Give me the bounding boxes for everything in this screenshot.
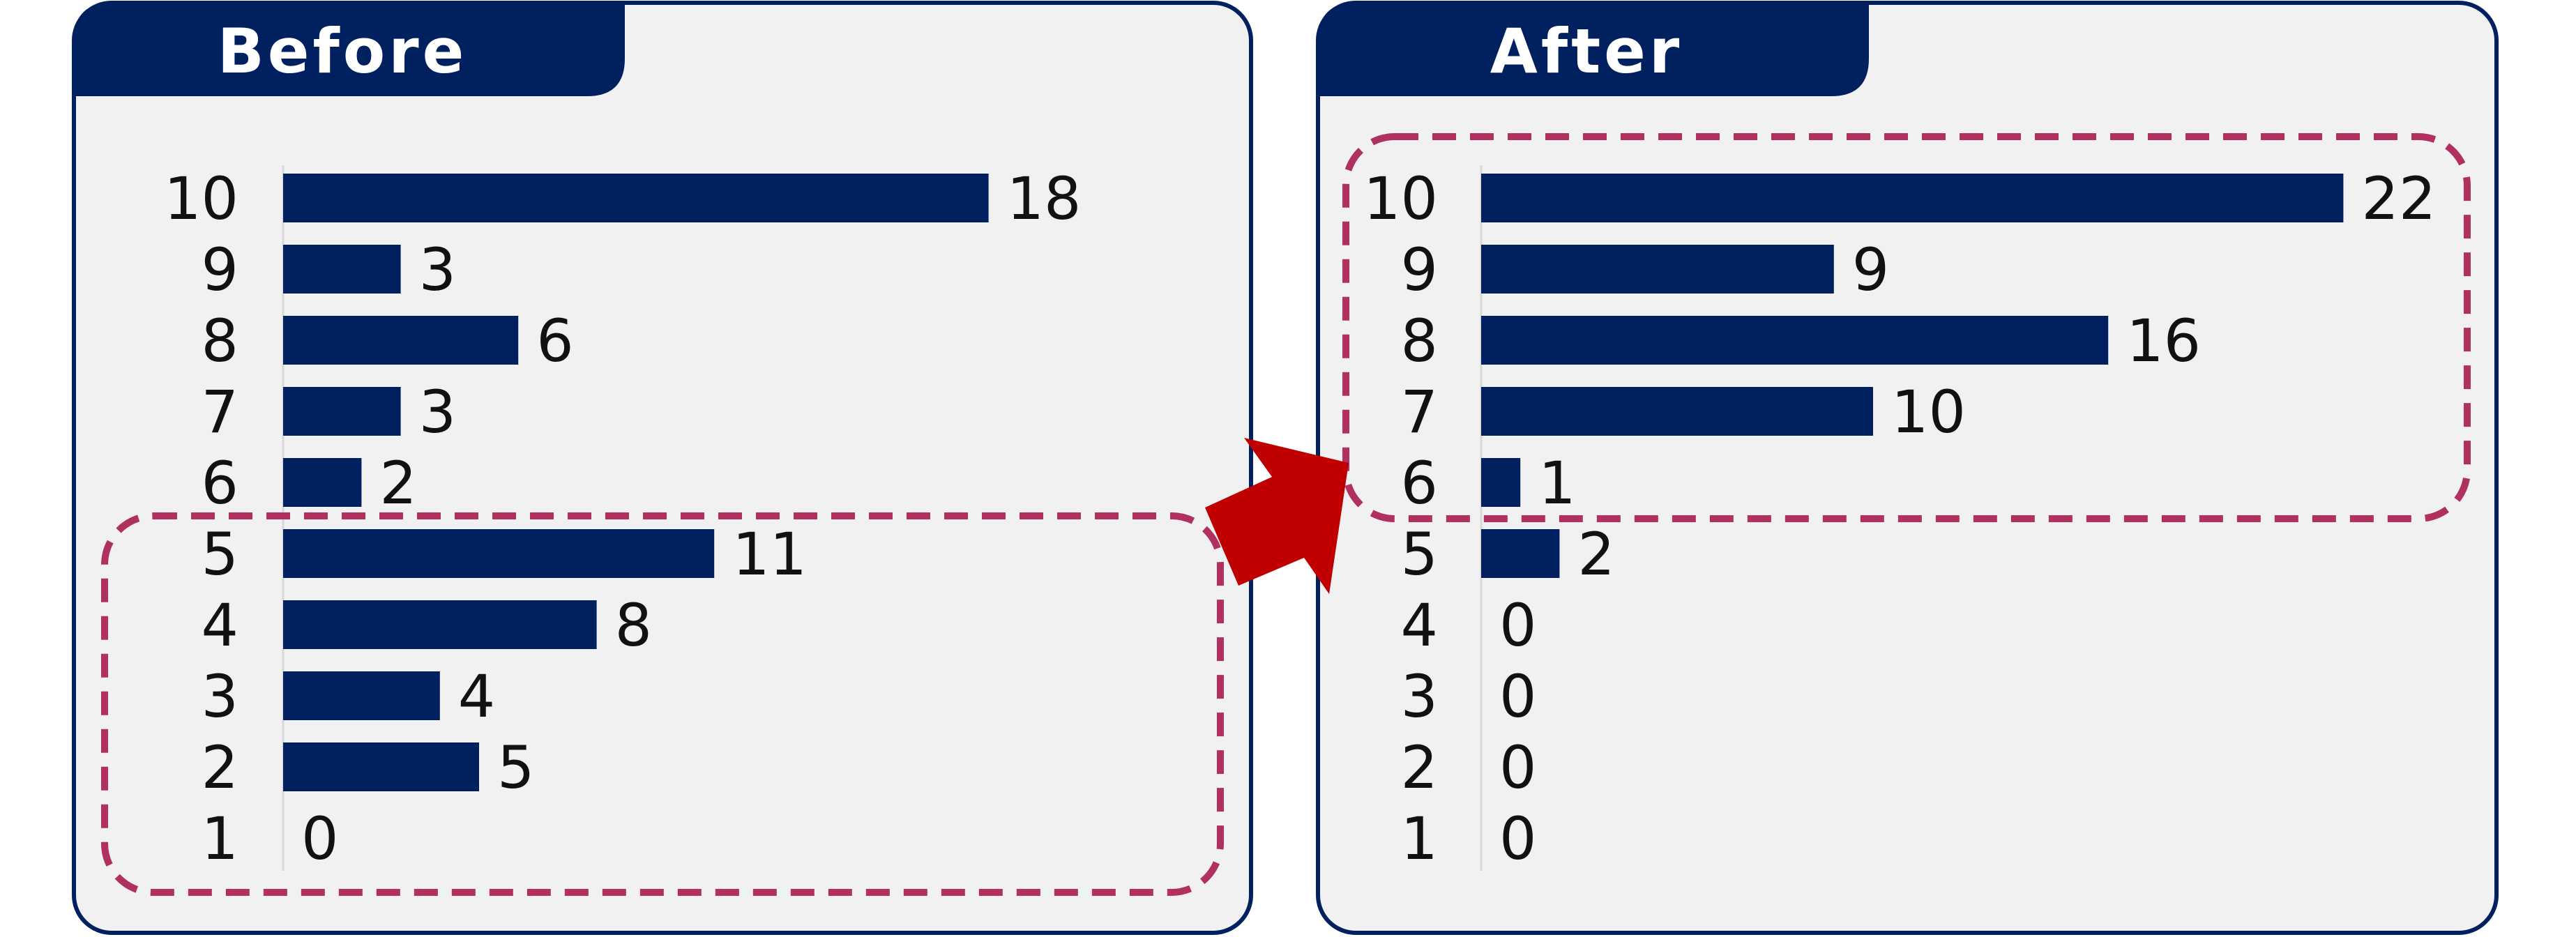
category-label: 7 (1401, 378, 1438, 446)
value-label: 6 (536, 307, 573, 375)
value-label: 4 (458, 662, 495, 731)
bar (1481, 174, 2344, 222)
panel-title: After (1490, 15, 1683, 87)
value-label: 0 (1499, 662, 1536, 731)
panel-title: Before (218, 15, 468, 87)
category-label: 8 (1401, 307, 1438, 375)
value-label: 8 (615, 591, 652, 660)
arrow-shape (1205, 438, 1349, 594)
category-label: 8 (202, 307, 238, 375)
transition-arrow-icon (1205, 438, 1349, 594)
value-label: 2 (1577, 520, 1614, 588)
value-label: 0 (301, 805, 338, 873)
value-label: 9 (1852, 236, 1889, 304)
category-label: 2 (202, 733, 238, 802)
bar (1481, 245, 1834, 294)
category-label: 1 (202, 805, 238, 873)
value-label: 2 (379, 449, 416, 517)
bar (283, 671, 440, 720)
title-tab (74, 3, 625, 96)
category-label: 9 (202, 236, 238, 304)
category-label: 5 (1401, 520, 1438, 588)
title-tab (1318, 3, 1869, 96)
value-label: 3 (419, 236, 456, 304)
category-label: 6 (202, 449, 238, 517)
category-label: 4 (1401, 591, 1438, 660)
value-label: 0 (1499, 591, 1536, 660)
bar (283, 742, 479, 791)
bar (283, 600, 597, 649)
category-label: 6 (1401, 449, 1438, 517)
value-label: 5 (497, 733, 534, 802)
value-label: 16 (2126, 307, 2201, 375)
category-label: 3 (202, 662, 238, 731)
category-label: 5 (202, 520, 238, 588)
category-label: 10 (1363, 165, 1438, 233)
category-label: 4 (202, 591, 238, 660)
value-label: 0 (1499, 805, 1536, 873)
bar (283, 387, 401, 436)
bar (1481, 387, 1873, 436)
value-label: 18 (1007, 165, 1082, 233)
value-label: 11 (732, 520, 807, 588)
category-label: 10 (164, 165, 238, 233)
bar (1481, 458, 1521, 507)
value-label: 3 (419, 378, 456, 446)
bar (283, 529, 715, 578)
bar (283, 316, 519, 365)
bar (1481, 529, 1560, 578)
value-label: 10 (1891, 378, 1966, 446)
value-label: 22 (2361, 165, 2436, 233)
category-label: 2 (1401, 733, 1438, 802)
category-label: 7 (202, 378, 238, 446)
bar (283, 174, 989, 222)
bar (1481, 316, 2109, 365)
category-label: 1 (1401, 805, 1438, 873)
category-label: 9 (1401, 236, 1438, 304)
bar (283, 245, 401, 294)
value-label: 1 (1538, 449, 1575, 517)
bar (283, 458, 362, 507)
panel-frame (72, 1, 1253, 935)
highlight-box (1342, 133, 2471, 522)
category-label: 3 (1401, 662, 1438, 731)
highlight-box (101, 512, 1224, 896)
value-label: 0 (1499, 733, 1536, 802)
